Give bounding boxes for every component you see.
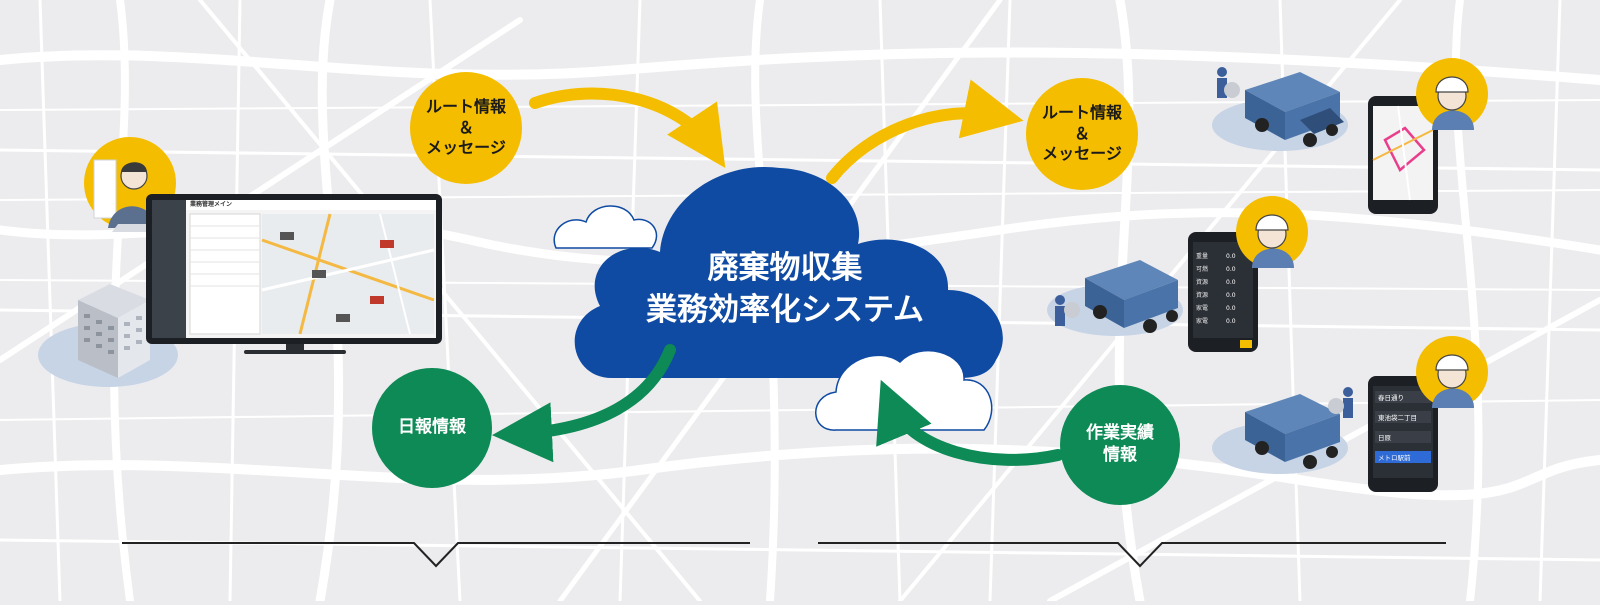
phone2-row-value: 0.0 [1226, 253, 1236, 260]
phone3-row-label: 東池袋二丁目 [1378, 413, 1417, 422]
phone3-row [1375, 431, 1431, 443]
building-icon [78, 284, 150, 378]
bubble-route-left [410, 72, 522, 184]
worker-icon-1 [1217, 67, 1240, 98]
phone3-row [1375, 411, 1431, 423]
phone2-row-value: 0.0 [1226, 292, 1236, 299]
phone3-row [1375, 391, 1431, 403]
phone2-row-value: 0.0 [1226, 279, 1236, 286]
garbage-truck-icon-1 [1245, 72, 1344, 147]
monitor-icon [146, 194, 442, 354]
cloud-title-line1: 廃棄物収集 [707, 250, 863, 287]
helmet-worker-avatar-2 [1236, 196, 1308, 268]
operator-person-icon [84, 137, 176, 232]
arrow-results-to-cloud [876, 379, 1064, 466]
bubble-route-right-label: ルート情報 ＆ メッセージ [1041, 103, 1122, 164]
phone2-row-label: 可燃 [1196, 265, 1208, 273]
cloud-title-line2: 業務効率化システム [645, 292, 925, 328]
bubble-work-results-label: 作業実績 情報 [1086, 423, 1154, 465]
phone3-row-label: 日原 [1378, 434, 1392, 442]
worker-icon-2 [1055, 295, 1080, 326]
phone2-row-value: 0.0 [1226, 305, 1236, 312]
phone2-row-label: 家電 [1196, 317, 1208, 325]
phone2-row-value: 0.0 [1226, 266, 1236, 273]
office-scene [38, 137, 442, 387]
smartphone-icon-2: 重量 0.0 可燃 0.0 資源 0.0 資源 0.0 家電 0.0 家電 0.0 [1188, 232, 1258, 352]
phone2-row-label: 資源 [1196, 291, 1208, 299]
cloud-title: 廃棄物収集 業務効率化システム [600, 240, 970, 340]
flow-arrows [492, 79, 1064, 466]
main-cloud [574, 166, 1003, 378]
phone2-row-label: 資源 [1196, 278, 1208, 286]
bubble-route-left-label: ルート情報 ＆ メッセージ [425, 97, 506, 158]
monitor-title: 業務管理メイン [190, 201, 233, 209]
phone2-row-label: 家電 [1196, 304, 1208, 312]
arrow-cloud-to-route [826, 79, 1024, 184]
arrow-cloud-to-daily [492, 344, 676, 463]
field-scene: 重量 0.0 可燃 0.0 資源 0.0 資源 0.0 家電 0.0 家電 0.0 春日通り東池袋二丁… [1047, 58, 1488, 492]
smartphone-icon-1 [1368, 96, 1438, 214]
separator-right [818, 542, 1446, 568]
helmet-worker-avatar-3 [1416, 336, 1488, 408]
garbage-truck-icon-2 [1085, 260, 1178, 333]
small-cloud-top [553, 205, 658, 249]
phone3-row [1375, 451, 1431, 463]
phone3-row-label: メトロ駅前 [1378, 453, 1411, 462]
garbage-truck-icon-3 [1245, 394, 1340, 469]
bubble-work-results [1060, 385, 1180, 505]
bubble-route-right [1026, 78, 1138, 190]
phone2-row-value: 0.0 [1226, 318, 1236, 325]
phone3-row-label: 春日通り [1378, 393, 1404, 402]
arrow-route-to-cloud [529, 87, 726, 168]
helmet-worker-avatar-1 [1416, 58, 1488, 130]
bubble-daily-report [372, 368, 492, 488]
separator-left [122, 542, 750, 568]
worker-icon-3 [1328, 387, 1353, 418]
bubble-daily-report-label: 日報情報 [398, 417, 466, 438]
phone2-row-label: 重量 [1196, 252, 1208, 260]
